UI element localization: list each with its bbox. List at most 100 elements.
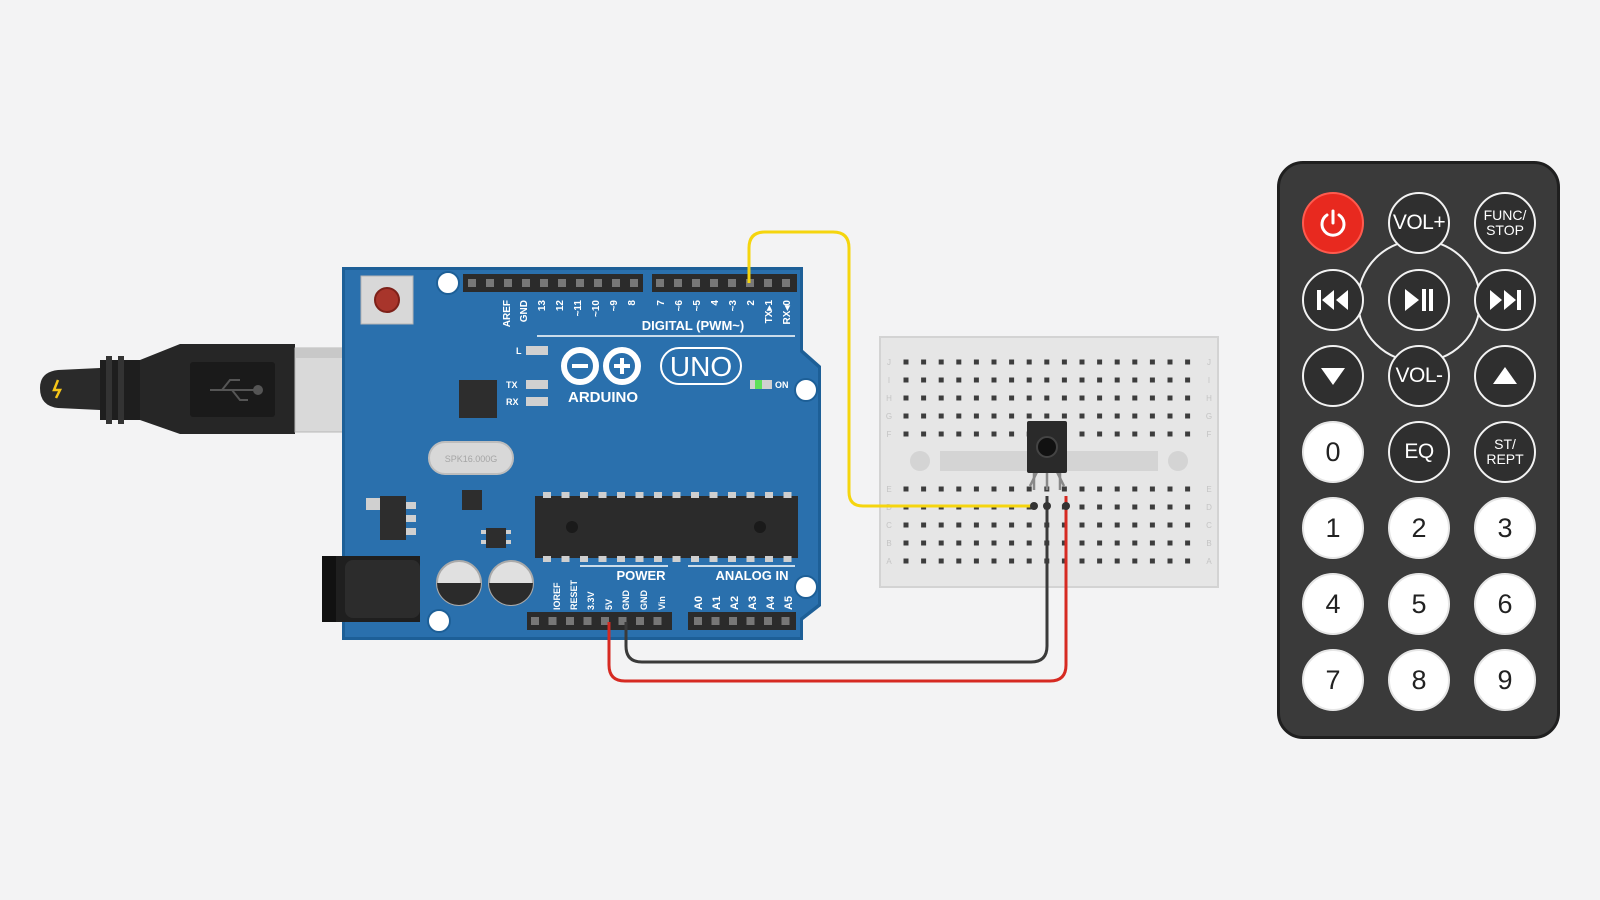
- signal-wire[interactable]: [747, 230, 1034, 508]
- number-7-button[interactable]: 7: [1302, 649, 1364, 711]
- breadboard-hole[interactable]: [1026, 558, 1032, 564]
- breadboard-hole[interactable]: [938, 413, 944, 419]
- header-pin[interactable]: [653, 617, 662, 625]
- breadboard-hole[interactable]: [1185, 413, 1191, 419]
- breadboard-hole[interactable]: [1079, 504, 1085, 510]
- breadboard-hole[interactable]: [973, 540, 979, 546]
- header-pin[interactable]: [540, 279, 548, 287]
- header-pin[interactable]: [764, 279, 772, 287]
- header-pin[interactable]: [674, 279, 682, 287]
- breadboard-hole[interactable]: [1114, 522, 1120, 528]
- breadboard-hole[interactable]: [1149, 359, 1155, 365]
- breadboard-hole[interactable]: [1061, 413, 1067, 419]
- breadboard-hole[interactable]: [1132, 377, 1138, 383]
- breadboard-hole[interactable]: [1009, 395, 1015, 401]
- breadboard-hole[interactable]: [1044, 359, 1050, 365]
- breadboard-hole[interactable]: [1009, 486, 1015, 492]
- breadboard-hole[interactable]: [903, 395, 909, 401]
- header-pin[interactable]: [728, 279, 736, 287]
- breadboard-hole[interactable]: [1132, 486, 1138, 492]
- breadboard-hole[interactable]: [921, 540, 927, 546]
- number-9-button[interactable]: 9: [1474, 649, 1536, 711]
- number-4-button[interactable]: 4: [1302, 573, 1364, 635]
- down-button[interactable]: [1302, 345, 1364, 407]
- breadboard-hole[interactable]: [1114, 359, 1120, 365]
- breadboard-hole[interactable]: [1097, 359, 1103, 365]
- breadboard-hole[interactable]: [1132, 558, 1138, 564]
- breadboard-hole[interactable]: [938, 522, 944, 528]
- breadboard-hole[interactable]: [1026, 486, 1032, 492]
- up-button[interactable]: [1474, 345, 1536, 407]
- breadboard-hole[interactable]: [973, 377, 979, 383]
- header-pin[interactable]: [531, 617, 539, 625]
- power-wire[interactable]: [607, 496, 1068, 683]
- breadboard-hole[interactable]: [1079, 540, 1085, 546]
- breadboard-hole[interactable]: [1097, 431, 1103, 437]
- breadboard-hole[interactable]: [1061, 377, 1067, 383]
- breadboard-hole[interactable]: [1167, 504, 1173, 510]
- header-pin[interactable]: [576, 279, 584, 287]
- breadboard-hole[interactable]: [1061, 558, 1067, 564]
- breadboard-hole[interactable]: [938, 359, 944, 365]
- breadboard-hole[interactable]: [921, 522, 927, 528]
- breadboard-hole[interactable]: [938, 540, 944, 546]
- header-pin[interactable]: [566, 617, 574, 625]
- breadboard-hole[interactable]: [1185, 540, 1191, 546]
- breadboard-hole[interactable]: [921, 359, 927, 365]
- breadboard-hole[interactable]: [1149, 431, 1155, 437]
- header-pin[interactable]: [636, 617, 644, 625]
- breadboard-hole[interactable]: [1009, 558, 1015, 564]
- header-pin[interactable]: [746, 617, 755, 625]
- breadboard-hole[interactable]: [973, 359, 979, 365]
- eq-button[interactable]: EQ: [1388, 421, 1450, 483]
- header-pin[interactable]: [656, 279, 664, 287]
- breadboard-hole[interactable]: [938, 431, 944, 437]
- breadboard-hole[interactable]: [973, 431, 979, 437]
- number-0-button[interactable]: 0: [1302, 421, 1364, 483]
- vol-down-button[interactable]: VOL-: [1388, 345, 1450, 407]
- breadboard-hole[interactable]: [938, 395, 944, 401]
- breadboard-hole[interactable]: [1026, 540, 1032, 546]
- breadboard-hole[interactable]: [1132, 522, 1138, 528]
- breadboard-hole[interactable]: [1167, 377, 1173, 383]
- breadboard-hole[interactable]: [1009, 522, 1015, 528]
- breadboard-hole[interactable]: [903, 413, 909, 419]
- breadboard-hole[interactable]: [1079, 558, 1085, 564]
- breadboard-hole[interactable]: [1061, 522, 1067, 528]
- breadboard-hole[interactable]: [1061, 540, 1067, 546]
- breadboard-hole[interactable]: [1079, 413, 1085, 419]
- ground-wire[interactable]: [624, 496, 1049, 664]
- breadboard-hole[interactable]: [1079, 395, 1085, 401]
- breadboard-hole[interactable]: [973, 413, 979, 419]
- header-pin[interactable]: [710, 279, 718, 287]
- number-2-button[interactable]: 2: [1388, 497, 1450, 559]
- breadboard-hole[interactable]: [1114, 431, 1120, 437]
- breadboard-hole[interactable]: [956, 431, 962, 437]
- breadboard-hole[interactable]: [956, 413, 962, 419]
- breadboard-hole[interactable]: [956, 558, 962, 564]
- breadboard-hole[interactable]: [991, 431, 997, 437]
- breadboard-hole[interactable]: [921, 558, 927, 564]
- breadboard-hole[interactable]: [1079, 522, 1085, 528]
- breadboard-hole[interactable]: [921, 431, 927, 437]
- breadboard-hole[interactable]: [973, 395, 979, 401]
- header-pin[interactable]: [601, 617, 609, 625]
- breadboard-hole[interactable]: [1009, 359, 1015, 365]
- header-pin[interactable]: [729, 617, 737, 625]
- breadboard-hole[interactable]: [1097, 558, 1103, 564]
- breadboard-hole[interactable]: [1149, 395, 1155, 401]
- breadboard-hole[interactable]: [1149, 377, 1155, 383]
- header-pin[interactable]: [612, 279, 620, 287]
- power-header[interactable]: [527, 612, 672, 630]
- breadboard-hole[interactable]: [1149, 558, 1155, 564]
- breadboard-hole[interactable]: [1026, 395, 1032, 401]
- header-pin[interactable]: [711, 617, 720, 625]
- breadboard-hole[interactable]: [1079, 359, 1085, 365]
- breadboard-hole[interactable]: [956, 522, 962, 528]
- breadboard-hole[interactable]: [921, 395, 927, 401]
- breadboard-hole[interactable]: [1079, 486, 1085, 492]
- breadboard-hole[interactable]: [921, 413, 927, 419]
- breadboard-hole[interactable]: [1026, 359, 1032, 365]
